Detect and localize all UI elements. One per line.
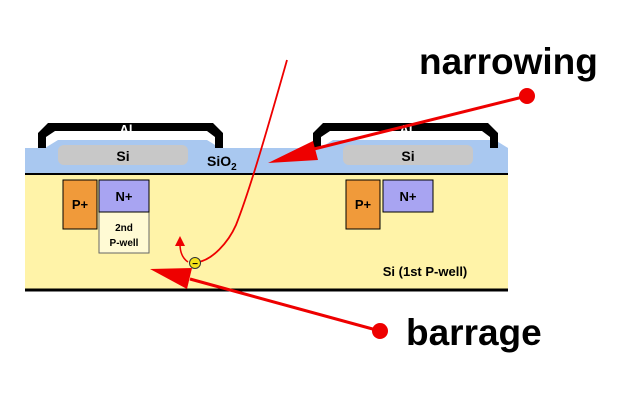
si-gate-label-left: Si <box>116 148 129 164</box>
second-well-label-line2: P-well <box>110 238 139 249</box>
si-gate-right <box>343 145 473 165</box>
barrage-callout-dot <box>372 323 388 339</box>
al-electrode-right <box>313 123 498 148</box>
particle-track-curve <box>197 59 288 263</box>
narrowing-arrow-shaft <box>309 94 528 152</box>
p-plus-region-right <box>345 179 381 230</box>
charge-particle-sign: − <box>192 259 198 270</box>
p-plus-label-left: P+ <box>72 197 89 212</box>
p-plus-region-left <box>62 179 98 230</box>
sio2-label-base: SiO <box>207 153 231 169</box>
n-plus-label-right: N+ <box>400 189 417 204</box>
barrage-arrowhead <box>150 268 192 289</box>
barrage-arrow-shaft <box>189 277 381 333</box>
barrage-label: barrage <box>406 312 542 353</box>
p-plus-label-right: P+ <box>355 197 372 212</box>
second-well-label-line1: 2nd <box>115 223 133 234</box>
charge-particle-icon <box>189 257 201 269</box>
n-plus-region-left <box>98 179 150 213</box>
substrate-label: Si (1st P-well) <box>383 264 468 279</box>
si-gate-label-right: Si <box>401 148 414 164</box>
al-electrode-left <box>38 123 223 148</box>
narrowing-label: narrowing <box>419 41 598 82</box>
si-gate-left <box>58 145 188 165</box>
narrowing-arrowhead <box>268 141 318 163</box>
n-plus-label-left: N+ <box>116 189 133 204</box>
sio2-label: SiO2 <box>207 153 237 173</box>
sio2-label-subscript: 2 <box>231 162 237 173</box>
n-plus-region-right <box>382 179 434 213</box>
al-label-left: Al <box>120 122 133 137</box>
second-p-well-region <box>98 209 150 254</box>
narrowing-callout-dot <box>519 88 535 104</box>
particle-drift-arrowhead <box>175 236 185 246</box>
